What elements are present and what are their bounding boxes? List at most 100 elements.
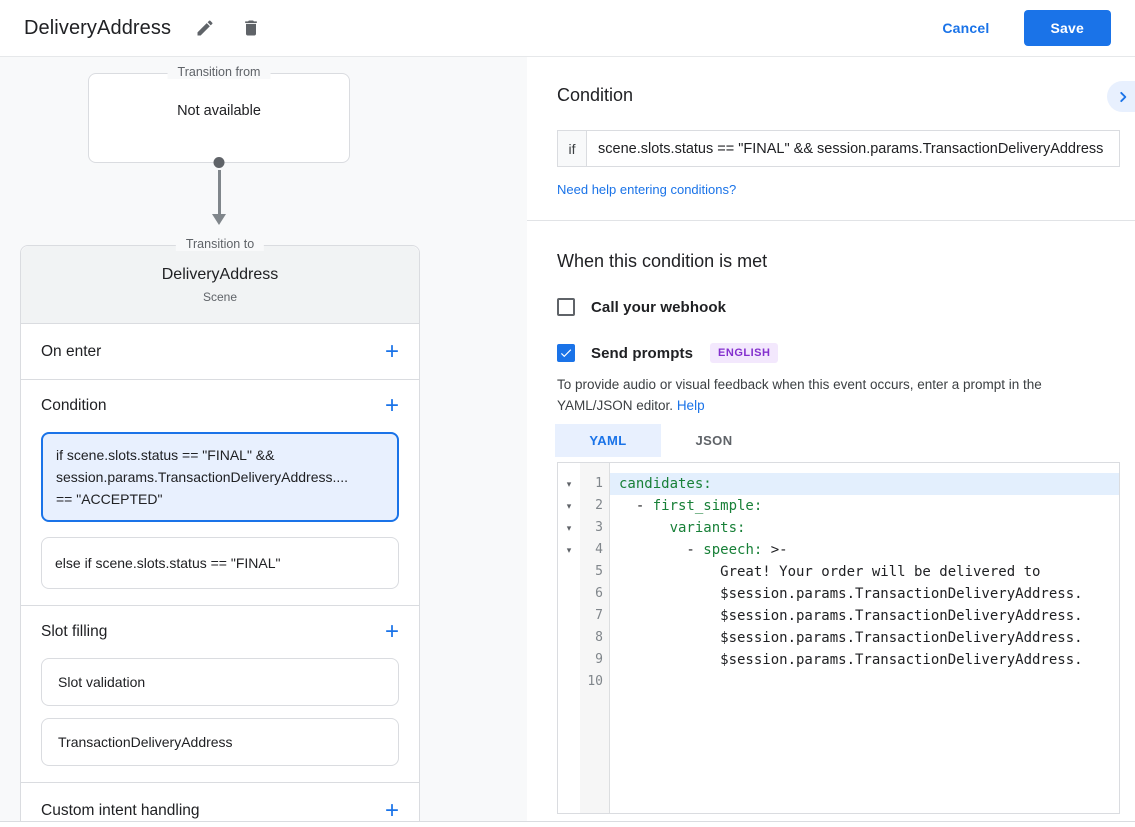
code-text[interactable]: - speech: >- xyxy=(610,539,1119,561)
condition-input-row: if scene.slots.status == "FINAL" && sess… xyxy=(557,130,1120,167)
code-token: - xyxy=(619,498,653,514)
expand-panel-button[interactable] xyxy=(1107,81,1135,112)
checkmark-icon xyxy=(559,346,573,360)
triangle-down-icon[interactable]: ▾ xyxy=(558,517,580,539)
slot-item[interactable]: TransactionDeliveryAddress xyxy=(41,718,399,766)
line-number: 2 xyxy=(580,495,610,517)
condition-help-link[interactable]: Need help entering conditions? xyxy=(557,182,736,197)
triangle-down-icon[interactable]: ▾ xyxy=(558,495,580,517)
trash-icon xyxy=(241,18,261,38)
transition-from-label: Transition from xyxy=(168,65,271,79)
plus-icon[interactable]: + xyxy=(385,801,399,821)
line-number: 9 xyxy=(580,649,610,671)
condition-line: else if scene.slots.status == "FINAL" xyxy=(55,552,385,574)
transition-from-box[interactable]: Transition from Not available xyxy=(88,73,350,163)
triangle-down-icon[interactable]: ▾ xyxy=(558,473,580,495)
line-number: 5 xyxy=(580,561,610,583)
cancel-button[interactable]: Cancel xyxy=(942,20,989,36)
on-enter-row[interactable]: On enter + xyxy=(21,324,419,380)
line-number: 8 xyxy=(580,627,610,649)
code-token: $session.params.TransactionDeliveryAddre… xyxy=(619,652,1083,668)
webhook-checkbox[interactable] xyxy=(557,298,575,316)
condition-section-label: Condition xyxy=(41,397,107,415)
fold-spacer xyxy=(558,671,580,693)
bottom-divider xyxy=(0,821,1135,827)
top-bar: DeliveryAddress Cancel Save xyxy=(0,0,1135,57)
slot-filling-label: Slot filling xyxy=(41,623,107,641)
scene-subtitle: Scene xyxy=(203,290,237,304)
code-token: - xyxy=(619,542,703,558)
editor-tabs: YAMLJSON xyxy=(555,424,1135,457)
fold-spacer xyxy=(558,605,580,627)
code-token: $session.params.TransactionDeliveryAddre… xyxy=(619,630,1083,646)
yaml-editor[interactable]: ▾1candidates:▾2 - first_simple:▾3 varian… xyxy=(557,462,1120,814)
code-text[interactable]: $session.params.TransactionDeliveryAddre… xyxy=(610,627,1119,649)
triangle-down-icon[interactable]: ▾ xyxy=(558,539,580,561)
code-line: 10 xyxy=(558,671,1119,693)
scene-card-header[interactable]: DeliveryAddress Scene xyxy=(21,246,419,324)
yaml-key: variants: xyxy=(670,520,746,536)
condition-row[interactable]: Condition + xyxy=(21,380,419,432)
code-text[interactable]: $session.params.TransactionDeliveryAddre… xyxy=(610,583,1119,605)
slot-filling-row[interactable]: Slot filling + xyxy=(21,606,419,658)
line-number: 3 xyxy=(580,517,610,539)
save-button[interactable]: Save xyxy=(1024,10,1112,46)
edit-button[interactable] xyxy=(193,16,217,40)
condition-expression-input[interactable]: scene.slots.status == "FINAL" && session… xyxy=(586,130,1120,167)
page-title: DeliveryAddress xyxy=(24,17,171,40)
code-line: 6 $session.params.TransactionDeliveryAdd… xyxy=(558,583,1119,605)
condition-editor-pane: Condition if scene.slots.status == "FINA… xyxy=(527,57,1135,827)
help-link[interactable]: Help xyxy=(677,398,705,413)
send-prompts-row: Send prompts ENGLISH xyxy=(557,343,1105,363)
code-token: Great! Your order will be delivered to xyxy=(619,564,1040,580)
code-text[interactable]: candidates: xyxy=(610,473,1119,495)
plus-icon[interactable]: + xyxy=(385,396,399,416)
code-text[interactable] xyxy=(610,671,1119,693)
delete-button[interactable] xyxy=(239,16,263,40)
yaml-key: candidates: xyxy=(619,476,712,492)
slot-filling-section: Slot filling + Slot validationTransactio… xyxy=(21,606,419,783)
section-divider xyxy=(527,220,1135,221)
scene-title: DeliveryAddress xyxy=(162,266,278,284)
plus-icon[interactable]: + xyxy=(385,622,399,642)
code-line: ▾4 - speech: >- xyxy=(558,539,1119,561)
chevron-right-icon xyxy=(1116,90,1130,104)
transition-to-card: Transition to DeliveryAddress Scene On e… xyxy=(20,245,420,823)
code-line: ▾2 - first_simple: xyxy=(558,495,1119,517)
line-number: 7 xyxy=(580,605,610,627)
slot-item[interactable]: Slot validation xyxy=(41,658,399,706)
condition-line: == "ACCEPTED" xyxy=(56,488,384,510)
plus-icon[interactable]: + xyxy=(385,342,399,362)
prompts-description: To provide audio or visual feedback when… xyxy=(557,374,1105,416)
line-number: 6 xyxy=(580,583,610,605)
code-token: >- xyxy=(762,542,787,558)
code-text[interactable]: $session.params.TransactionDeliveryAddre… xyxy=(610,605,1119,627)
condition-line: if scene.slots.status == "FINAL" && xyxy=(56,444,384,466)
send-prompts-checkbox[interactable] xyxy=(557,344,575,362)
code-text[interactable]: - first_simple: xyxy=(610,495,1119,517)
pencil-icon xyxy=(195,18,215,38)
tab-json[interactable]: JSON xyxy=(661,424,767,457)
line-number: 1 xyxy=(580,473,610,495)
code-line: ▾3 variants: xyxy=(558,517,1119,539)
condition-item[interactable]: else if scene.slots.status == "FINAL" xyxy=(41,537,399,589)
code-text[interactable]: variants: xyxy=(610,517,1119,539)
flow-arrow-line xyxy=(218,170,221,215)
webhook-row: Call your webhook xyxy=(557,298,1105,316)
code-line: ▾1 candidates: xyxy=(558,473,1119,495)
transition-from-content: Not available xyxy=(89,74,349,162)
transition-to-label: Transition to xyxy=(176,237,264,251)
fold-spacer xyxy=(558,649,580,671)
code-line: 9 $session.params.TransactionDeliveryAdd… xyxy=(558,649,1119,671)
code-text[interactable]: $session.params.TransactionDeliveryAddre… xyxy=(610,649,1119,671)
code-text[interactable]: Great! Your order will be delivered to xyxy=(610,561,1119,583)
tab-yaml[interactable]: YAML xyxy=(555,424,661,457)
condition-section: Condition + if scene.slots.status == "FI… xyxy=(21,380,419,606)
line-number: 4 xyxy=(580,539,610,561)
condition-heading: Condition xyxy=(557,85,1105,106)
on-enter-label: On enter xyxy=(41,343,101,361)
custom-intent-label: Custom intent handling xyxy=(41,802,200,820)
condition-item[interactable]: if scene.slots.status == "FINAL" &&sessi… xyxy=(41,432,399,522)
send-prompts-label: Send prompts xyxy=(591,345,693,362)
main-content: Transition from Not available Transition… xyxy=(0,57,1135,827)
